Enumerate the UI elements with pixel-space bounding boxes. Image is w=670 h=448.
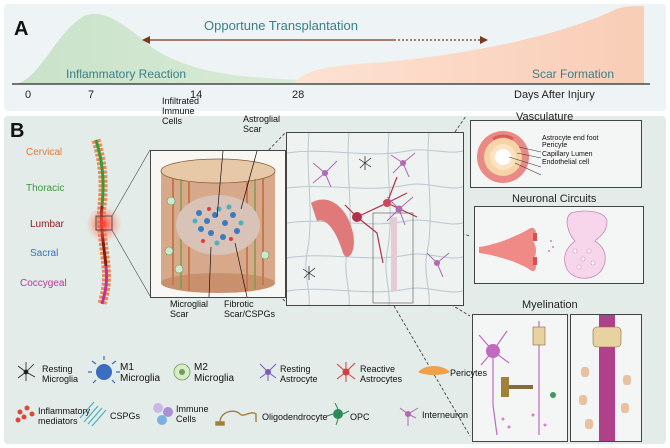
myelination-box-right bbox=[570, 314, 642, 442]
panel-a-letter: A bbox=[14, 18, 29, 40]
reactive-astrocyte-icon bbox=[336, 362, 356, 382]
inflammatory-mediators-icon bbox=[15, 405, 35, 423]
label-infiltrated: Infiltrated Immune Cells bbox=[162, 96, 200, 126]
vasc-part-1: Pericyte bbox=[542, 142, 568, 149]
opc-icon bbox=[326, 402, 350, 426]
legend-opc: OPC bbox=[350, 412, 370, 422]
m1-microglia-icon bbox=[88, 356, 120, 384]
cspgs-icon bbox=[79, 401, 107, 427]
inflammation-curve bbox=[14, 13, 304, 85]
resting-astrocyte-icon bbox=[259, 363, 277, 381]
transplant-label: Opportune Transplantation bbox=[204, 18, 358, 33]
pericyte-icon bbox=[418, 366, 450, 375]
vasculature-box bbox=[470, 120, 642, 188]
region-thoracic: Thoracic bbox=[26, 183, 65, 194]
legend-immune-cells: Immune Cells bbox=[176, 404, 209, 424]
tick-14: 14 bbox=[190, 89, 203, 101]
scar-curve bbox=[294, 6, 644, 84]
legend-interneuron: Interneuron bbox=[422, 410, 469, 420]
myelination-right-graphic bbox=[579, 315, 631, 441]
legend-resting-microglia: Resting Microglia bbox=[42, 364, 79, 384]
neuronal-title: Neuronal Circuits bbox=[512, 193, 597, 205]
panel-b-letter: B bbox=[10, 120, 25, 142]
label-fibrotic: Fibrotic Scar/CSPGs bbox=[224, 299, 276, 319]
synapse-graphic bbox=[479, 210, 608, 279]
region-coccygeal: Coccygeal bbox=[20, 278, 67, 289]
legend-icons bbox=[15, 356, 450, 427]
tick-7: 7 bbox=[88, 89, 95, 101]
legend-m1-microglia: M1 Microglia bbox=[120, 362, 161, 384]
neuronal-box bbox=[474, 206, 644, 284]
region-lumbar: Lumbar bbox=[30, 219, 64, 230]
tick-0: 0 bbox=[25, 89, 32, 101]
region-cervical: Cervical bbox=[26, 147, 63, 158]
lesion-core bbox=[176, 195, 260, 255]
myelination-left-graphic bbox=[478, 321, 556, 436]
oligodendrocyte-icon bbox=[215, 410, 257, 426]
label-astroglial: Astroglial Scar bbox=[243, 114, 281, 134]
panel-a: A Opportune Transplantation Inflammatory… bbox=[4, 4, 666, 111]
tissue-grid bbox=[287, 133, 463, 305]
region-sacral: Sacral bbox=[30, 248, 59, 259]
cord-section-box bbox=[150, 150, 286, 298]
cord-cylinder bbox=[160, 151, 276, 297]
legend-resting-astrocyte: Resting Astrocyte bbox=[280, 364, 318, 384]
scar-label: Scar Formation bbox=[532, 67, 615, 81]
legend-reactive-astrocytes: Reactive Astrocytes bbox=[360, 364, 403, 384]
axis-label: Days After Injury bbox=[514, 89, 595, 101]
tick-28: 28 bbox=[292, 89, 305, 101]
myelination-box-left bbox=[472, 314, 568, 442]
legend-pericytes: Pericytes bbox=[450, 368, 488, 378]
transplant-arrow-left-head bbox=[142, 36, 150, 44]
inflammatory-label: Inflammatory Reaction bbox=[66, 67, 187, 81]
panel-b: B Cervical Thoracic Lumbar Sacral Coccyg… bbox=[4, 96, 666, 444]
spinal-column bbox=[86, 138, 122, 306]
transplant-arrow-right-head bbox=[480, 36, 488, 44]
vasc-part-0: Astrocyte end foot bbox=[542, 135, 599, 142]
immune-cells-icon bbox=[153, 403, 173, 425]
legend-oligodendrocyte: Oligodendrocyte bbox=[262, 412, 328, 422]
resting-microglia-icon bbox=[17, 362, 36, 381]
myelination-title: Myelination bbox=[522, 299, 578, 311]
m2-microglia-icon bbox=[173, 363, 191, 381]
legend-m2-microglia: M2 Microglia bbox=[194, 362, 235, 384]
injury-glow bbox=[86, 206, 122, 242]
injury-site-box bbox=[95, 215, 113, 231]
vasc-part-3: Endothelial cell bbox=[542, 159, 590, 166]
legend-cspgs: CSPGs bbox=[110, 411, 141, 421]
timeline-graphic bbox=[12, 6, 650, 85]
vasculature-graphic bbox=[477, 131, 542, 183]
vasc-part-2: Capillary Lumen bbox=[542, 151, 593, 158]
interneuron-icon bbox=[399, 407, 419, 426]
label-microglial: Microglial Scar bbox=[170, 299, 209, 319]
blood-vessel bbox=[311, 199, 354, 257]
vasculature-title: Vasculature bbox=[516, 111, 574, 123]
legend-inflammatory-mediators: Inflammatory mediators bbox=[38, 406, 91, 426]
tissue-grid-box bbox=[286, 132, 464, 306]
